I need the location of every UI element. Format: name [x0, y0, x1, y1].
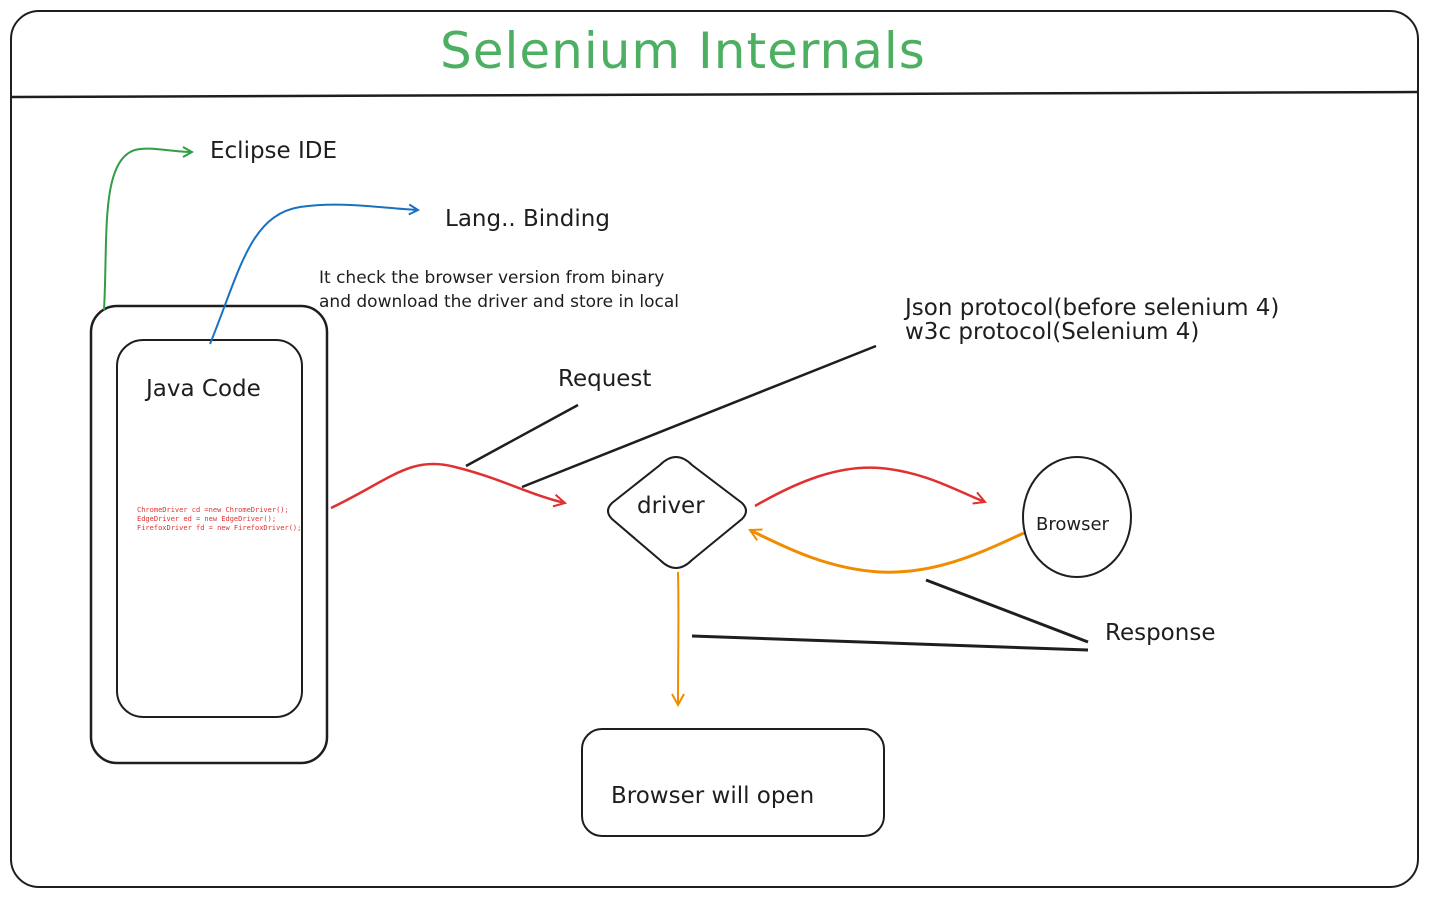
browser-label: Browser	[1036, 514, 1109, 535]
driver-manager-note-line2: and download the driver and store in loc…	[319, 292, 680, 312]
browser-open-box	[581, 728, 885, 837]
diagram-title: Selenium Internals	[440, 22, 926, 80]
browser-to-driver-arrow	[750, 530, 1025, 574]
protocol-pointer	[521, 344, 877, 489]
response-pointer-lower	[691, 634, 1089, 652]
browser-circle	[1022, 456, 1132, 578]
driver-to-browser-arrow	[754, 466, 985, 508]
ide-box	[89, 304, 329, 765]
driver-diamond	[607, 455, 747, 570]
response-pointer-upper	[925, 578, 1089, 644]
title-divider	[10, 90, 1419, 99]
driver-label: driver	[637, 493, 705, 519]
code-line-chrome: ChromeDriver cd =new ChromeDriver();	[137, 506, 289, 514]
code-line-edge: EdgeDriver ed = new EdgeDriver();	[137, 515, 277, 523]
driver-manager-note-line1: It check the browser version from binary	[319, 268, 665, 288]
response-label: Response	[1105, 620, 1216, 646]
request-arrow	[330, 462, 565, 510]
request-pointer	[465, 403, 579, 468]
binding-arrow	[209, 203, 418, 345]
outer-frame	[10, 10, 1419, 888]
java-code-box	[116, 339, 303, 718]
protocol-label-line2: w3c protocol(Selenium 4)	[905, 319, 1200, 345]
ide-arrow	[103, 149, 192, 311]
lang-binding-label: Lang.. Binding	[445, 206, 610, 232]
browser-open-label: Browser will open	[611, 783, 815, 809]
eclipse-ide-label: Eclipse IDE	[210, 138, 338, 164]
java-code-label: Java Code	[146, 376, 261, 402]
code-line-firefox: FirefoxDriver fd = new FirefoxDriver();	[137, 524, 302, 532]
request-label: Request	[558, 366, 652, 392]
protocol-label-line1: Json protocol(before selenium 4)	[905, 295, 1280, 321]
